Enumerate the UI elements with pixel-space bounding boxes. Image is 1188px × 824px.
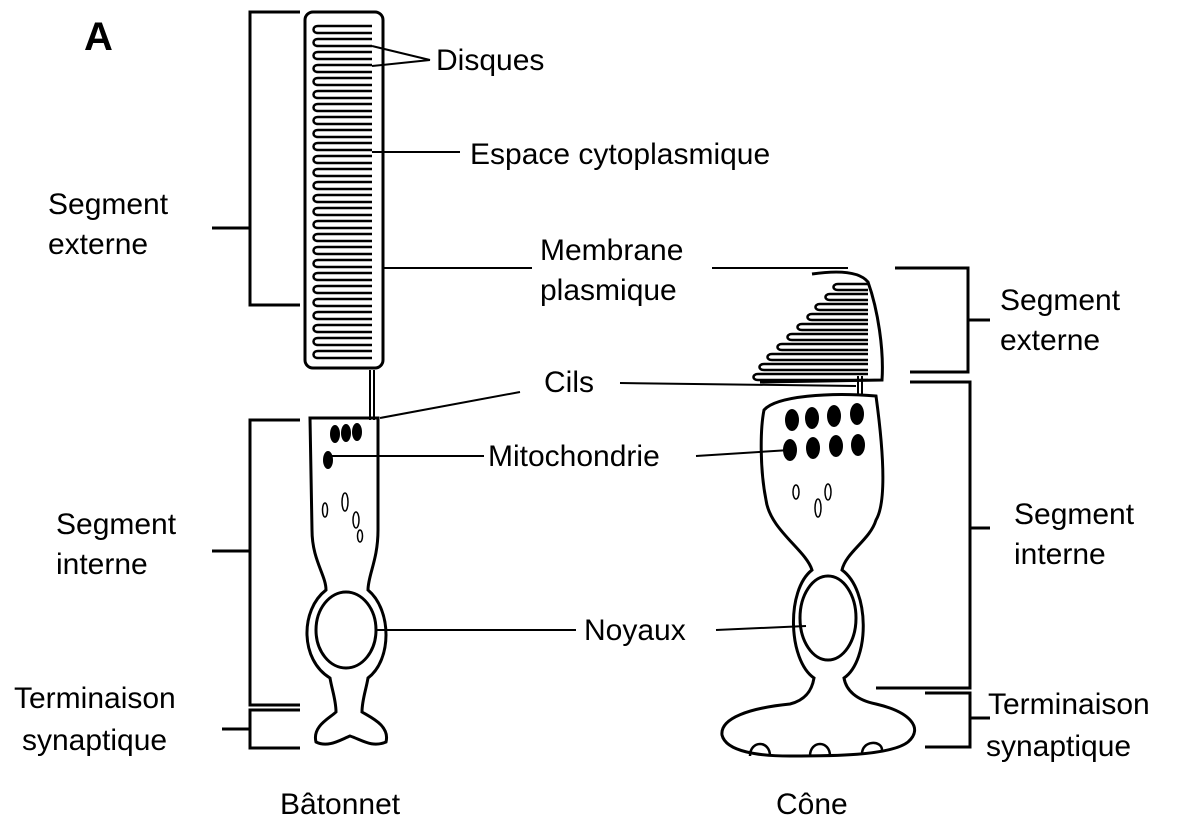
- rod-disc: [314, 156, 373, 163]
- rod-outer-segment-label-line2: externe: [48, 226, 148, 264]
- panel-letter: A: [84, 18, 113, 56]
- rod-disc: [314, 312, 373, 319]
- cone-brackets: [876, 268, 990, 747]
- cone-disc: [788, 334, 869, 340]
- rod-disc: [314, 169, 373, 176]
- label-plasma-membrane-line1: Membrane: [540, 232, 683, 270]
- label-mitochondria: Mitochondrie: [488, 438, 660, 476]
- cone-discs: [754, 284, 869, 380]
- rod-synaptic-label-line2: synaptique: [22, 722, 167, 760]
- rod-mitochondria: [323, 423, 362, 469]
- rod-disc: [314, 338, 373, 345]
- cone-disc: [834, 284, 869, 290]
- cone-inner-segment-label-line1: Segment: [1014, 496, 1134, 534]
- rod-disc: [314, 91, 373, 98]
- rod-disc: [314, 299, 373, 306]
- cone-disc: [760, 364, 869, 370]
- rod-brackets: [212, 12, 300, 748]
- rod-disc: [314, 52, 373, 59]
- cone-name: Cône: [776, 786, 848, 824]
- cone-outer-segment: [760, 272, 882, 382]
- rod-disc: [314, 273, 373, 280]
- rod-disc: [314, 130, 373, 137]
- label-cytoplasmic-space: Espace cytoplasmique: [470, 136, 770, 174]
- cone-disc: [816, 304, 869, 310]
- rod-disc: [314, 117, 373, 124]
- cone-synaptic-label-line2: synaptique: [986, 728, 1131, 766]
- rod-disc: [314, 143, 373, 150]
- label-cilia: Cils: [544, 364, 594, 402]
- cone-cell: [722, 272, 915, 756]
- rod-disc: [314, 39, 373, 46]
- rod-inner-segment-label-line2: interne: [56, 546, 148, 584]
- cone-disc: [808, 314, 869, 320]
- cone-disc: [826, 294, 869, 300]
- cone-disc: [778, 344, 869, 350]
- rod-disc: [314, 286, 373, 293]
- rod-disc: [314, 65, 373, 72]
- rod-outer-segment-label-line1: Segment: [48, 186, 168, 224]
- label-nuclei: Noyaux: [584, 612, 686, 650]
- cone-disc: [754, 374, 869, 380]
- rod-disc: [314, 104, 373, 111]
- rod-disc: [314, 182, 373, 189]
- rod-disc: [314, 195, 373, 202]
- label-discs: Disques: [436, 42, 544, 80]
- rod-nucleus: [316, 592, 376, 668]
- rod-disc: [314, 208, 373, 215]
- rod-disc: [314, 78, 373, 85]
- rod-disc: [314, 325, 373, 332]
- rod-disc: [314, 221, 373, 228]
- rod-disc: [314, 351, 373, 358]
- label-plasma-membrane-line2: plasmique: [540, 272, 677, 310]
- rod-name: Bâtonnet: [280, 786, 400, 824]
- rod-inner-segment: [307, 418, 387, 744]
- cone-disc: [798, 324, 869, 330]
- cone-mitochondria: [783, 403, 865, 461]
- cone-nucleus: [800, 576, 856, 660]
- rod-inner-segment-label-line1: Segment: [56, 506, 176, 544]
- cone-inner-segment-label-line2: interne: [1014, 536, 1106, 574]
- rod-disc: [314, 260, 373, 267]
- cone-synaptic-label-line1: Terminaison: [988, 686, 1150, 724]
- rod-disc: [314, 234, 373, 241]
- rod-disc: [314, 247, 373, 254]
- leader-lines: [330, 46, 856, 630]
- rod-disc: [314, 26, 373, 33]
- rod-discs: [314, 26, 373, 358]
- cone-outer-segment-label-line1: Segment: [1000, 282, 1120, 320]
- cone-outer-segment-label-line2: externe: [1000, 322, 1100, 360]
- cone-disc: [768, 354, 869, 360]
- rod-cell: [305, 12, 387, 744]
- rod-synaptic-label-line1: Terminaison: [14, 680, 176, 718]
